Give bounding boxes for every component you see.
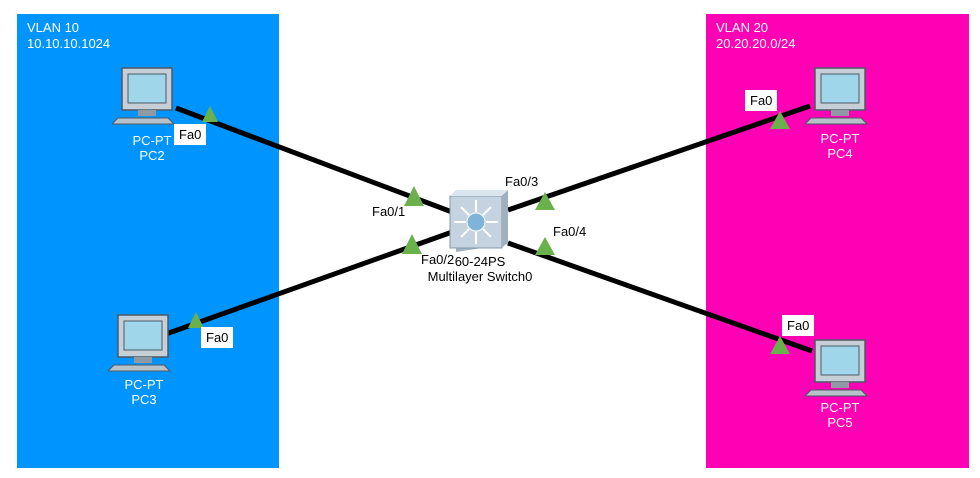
pc5-type: PC-PT (820, 400, 860, 415)
pc3-name: PC3 (131, 392, 157, 407)
link-status-indicator (535, 192, 555, 210)
link-status-indicator (202, 106, 218, 122)
pc2-label: PC-PT PC2 (112, 133, 192, 163)
pc5-port-label: Fa0 (782, 315, 815, 336)
switch-port-fa0-2: Fa0/2 (421, 252, 455, 267)
pc3-port-label: Fa0 (201, 327, 234, 348)
pc3-icon[interactable] (106, 313, 174, 377)
pc2-port-label: Fa0 (174, 124, 207, 145)
pc3-label: PC-PT PC3 (104, 377, 184, 407)
link-status-indicator (535, 237, 555, 255)
pc2-name: PC2 (139, 148, 165, 163)
pc5-icon[interactable] (803, 338, 871, 402)
switch-name-label: Multilayer Switch0 (427, 269, 533, 284)
pc3-type: PC-PT (124, 377, 164, 392)
vlan20-name: VLAN 20 (716, 20, 769, 35)
pc2-icon[interactable] (110, 66, 178, 130)
vlan10-subnet: 10.10.10.1024 (27, 36, 111, 51)
switch-port-fa0-1: Fa0/1 (372, 204, 406, 219)
switch-port-fa0-4: Fa0/4 (553, 224, 587, 239)
link-status-indicator (770, 111, 790, 129)
multilayer-switch-icon[interactable] (446, 188, 512, 254)
vlan20-subnet: 20.20.20.0/24 (716, 36, 796, 51)
link-pc2-switch[interactable] (175, 105, 453, 215)
link-status-indicator (404, 186, 424, 206)
switch-port-fa0-3: Fa0/3 (505, 174, 539, 189)
pc4-type: PC-PT (820, 131, 860, 146)
pc4-port-label: Fa0 (745, 90, 778, 111)
link-pc4-switch[interactable] (507, 103, 811, 213)
pc5-label: PC-PT PC5 (800, 400, 880, 430)
link-status-indicator (402, 234, 422, 254)
switch-model-label: 60-24PS (454, 254, 506, 269)
pc2-type: PC-PT (132, 133, 172, 148)
pc4-name: PC4 (827, 146, 853, 161)
pc4-label: PC-PT PC4 (800, 131, 880, 161)
pc5-name: PC5 (827, 415, 853, 430)
vlan10-name: VLAN 10 (27, 20, 80, 35)
link-status-indicator (770, 336, 790, 354)
pc4-icon[interactable] (803, 66, 871, 130)
link-status-indicator (188, 312, 204, 328)
link-pc5-switch[interactable] (507, 240, 813, 354)
